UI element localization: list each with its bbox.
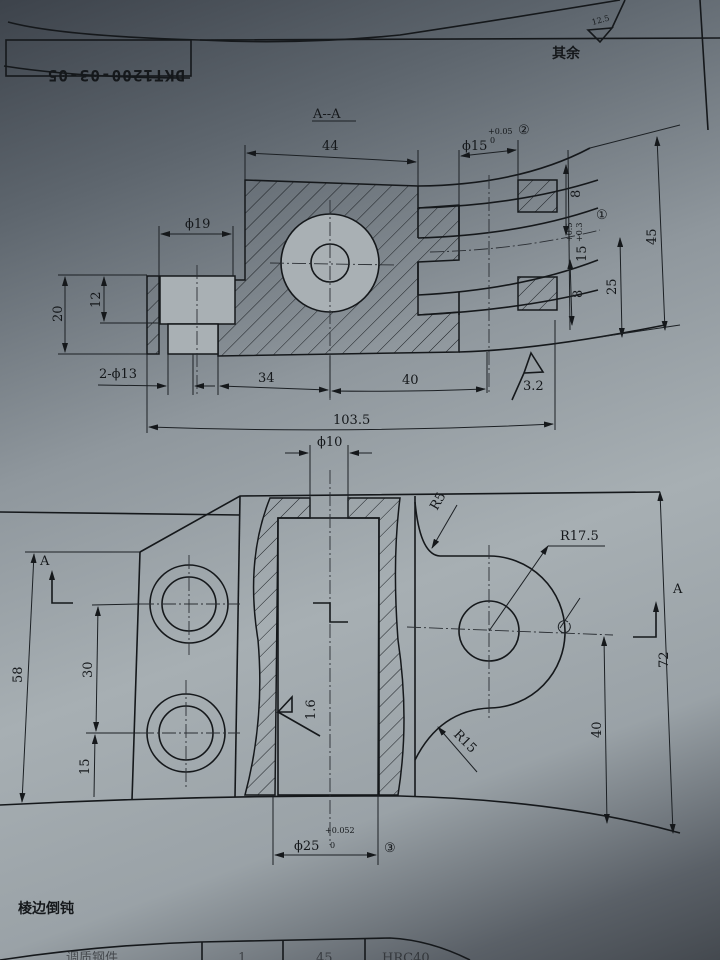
svg-text:72: 72 bbox=[657, 651, 672, 668]
svg-text:8: 8 bbox=[569, 190, 584, 198]
svg-text:20: 20 bbox=[51, 305, 66, 322]
sheet-border bbox=[199, 0, 621, 43]
svg-text:40: 40 bbox=[402, 373, 419, 388]
svg-text:103.5: 103.5 bbox=[333, 413, 370, 428]
drawing-number: DKT1200-03-05 bbox=[47, 66, 185, 85]
svg-text:15: 15 bbox=[78, 758, 93, 775]
svg-text:15: 15 bbox=[575, 245, 590, 262]
svg-text:+0.05: +0.05 bbox=[488, 127, 513, 136]
svg-text:其余: 其余 bbox=[552, 45, 581, 62]
svg-text:+0.5: +0.5 bbox=[565, 223, 574, 242]
svg-text:A: A bbox=[39, 554, 50, 569]
svg-text:R17.5: R17.5 bbox=[560, 529, 599, 544]
svg-text:12: 12 bbox=[89, 291, 104, 308]
svg-text:12.5: 12.5 bbox=[591, 14, 611, 27]
svg-text:8: 8 bbox=[571, 290, 586, 298]
svg-text:40: 40 bbox=[590, 721, 605, 738]
edge-chamfer-note: 棱边倒钝 bbox=[18, 900, 74, 917]
svg-text:HRC40: HRC40 bbox=[382, 951, 430, 960]
svg-text:②: ② bbox=[518, 123, 530, 138]
svg-text:1.6: 1.6 bbox=[304, 699, 319, 720]
svg-text:2-ϕ13: 2-ϕ13 bbox=[99, 367, 137, 382]
svg-text:A: A bbox=[672, 582, 683, 597]
svg-text:0: 0 bbox=[330, 841, 335, 850]
plan-view: ϕ10 58 A 30 15 1.6 R17.5 R5 bbox=[0, 435, 683, 865]
svg-text:R15: R15 bbox=[450, 727, 479, 756]
svg-text:3.2: 3.2 bbox=[523, 379, 544, 394]
svg-text:③: ③ bbox=[384, 841, 396, 856]
section-label: A--A bbox=[312, 107, 341, 122]
svg-text:45: 45 bbox=[645, 228, 660, 245]
svg-text:ϕ25: ϕ25 bbox=[294, 839, 319, 854]
svg-text:0: 0 bbox=[490, 136, 495, 145]
svg-text:30: 30 bbox=[81, 661, 96, 678]
svg-text:ϕ15: ϕ15 bbox=[462, 139, 487, 154]
sheet-border-right bbox=[699, 0, 709, 131]
svg-text:25: 25 bbox=[605, 278, 620, 295]
svg-text:+0.3: +0.3 bbox=[575, 223, 584, 242]
svg-text:调质钢件: 调质钢件 bbox=[66, 951, 118, 960]
svg-text:+0.052: +0.052 bbox=[325, 826, 355, 835]
parts-table: 调质钢件 1 45 HRC40 bbox=[0, 937, 471, 960]
svg-text:44: 44 bbox=[322, 139, 339, 154]
svg-text:34: 34 bbox=[258, 371, 275, 386]
title-block: DKT1200-03-05 bbox=[3, 21, 720, 85]
svg-text:ϕ19: ϕ19 bbox=[185, 217, 210, 232]
svg-text:1: 1 bbox=[238, 951, 246, 960]
remaining-roughness-note: 其余 12.5 bbox=[552, 0, 626, 62]
svg-text:58: 58 bbox=[11, 666, 26, 683]
section-view-a-a: A--A 44 ϕ15 bbox=[51, 107, 681, 433]
svg-text:ϕ10: ϕ10 bbox=[317, 435, 342, 450]
svg-text:45: 45 bbox=[316, 951, 333, 960]
svg-text:①: ① bbox=[596, 208, 608, 223]
